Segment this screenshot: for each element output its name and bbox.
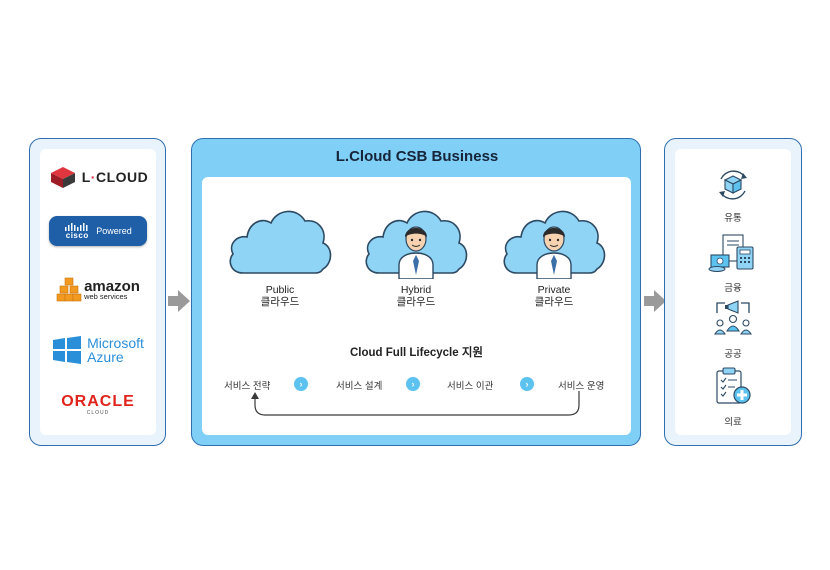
- hybrid-cloud: Hybrid 클라우드: [356, 199, 476, 308]
- cloud-label-en: Hybrid: [400, 284, 432, 296]
- step-arrow-icon: ›: [294, 377, 308, 391]
- cloud-label-ko: 클라우드: [534, 296, 574, 308]
- cisco-badge: cisco Powered: [49, 216, 147, 246]
- csb-content: Public 클라우드 Hybrid 클라우드: [202, 177, 631, 435]
- sector-finance: 금융: [675, 233, 791, 294]
- providers-list: L·CLOUD cisco Powered: [40, 149, 156, 435]
- aws-name: amazon: [84, 277, 140, 295]
- azure-sub: Azure: [87, 349, 124, 365]
- cisco-powered: Powered: [96, 226, 132, 236]
- azure-logo: Microsoft Azure: [40, 335, 156, 365]
- cloud-label-ko: 클라우드: [396, 296, 436, 308]
- public-cloud: Public 클라우드: [220, 199, 340, 308]
- sector-label: 공공: [724, 349, 742, 360]
- medical-icon: [716, 367, 751, 404]
- lcloud-cube-icon: [50, 167, 75, 188]
- step-migration: 서비스 이관: [447, 381, 494, 392]
- cloud-icon: [229, 210, 332, 274]
- finance-icon: [708, 234, 754, 272]
- sector-retail: 유통: [675, 167, 791, 224]
- sector-label: 의료: [724, 417, 742, 428]
- cisco-name: cisco: [65, 230, 89, 240]
- private-cloud: Private 클라우드: [494, 199, 614, 308]
- aws-boxes-icon: [56, 277, 82, 302]
- cloud-person-icon: [503, 210, 606, 280]
- cube-cycle-icon: [719, 170, 747, 200]
- oracle-name: ORACLE: [61, 393, 135, 410]
- step-operation: 서비스 운영: [558, 381, 605, 392]
- step-design: 서비스 설계: [336, 381, 383, 392]
- cisco-logo: cisco Powered: [40, 216, 156, 246]
- sectors-panel: 유통 금융: [664, 138, 802, 446]
- azure-name: Microsoft: [87, 335, 144, 351]
- aws-logo: amazon web services: [40, 277, 156, 303]
- lcloud-name: L·CLOUD: [81, 169, 149, 185]
- sector-label: 금융: [724, 283, 742, 294]
- lcloud-dot: ·: [90, 169, 96, 185]
- cloud-label-en: Public: [265, 284, 295, 296]
- sector-public: 공공: [675, 299, 791, 360]
- sector-medical: 의료: [675, 367, 791, 428]
- public-icon: [714, 300, 752, 335]
- cloud-person-icon: [365, 210, 468, 280]
- lifecycle-loop-arrow: [251, 391, 580, 416]
- flow-arrow-right-icon: [644, 290, 666, 312]
- step-arrow-icon: ›: [520, 377, 534, 391]
- windows-icon: [53, 336, 82, 364]
- cloud-label-en: Private: [537, 284, 571, 296]
- oracle-sub: CLOUD: [86, 410, 110, 416]
- cisco-bars-icon: [65, 222, 88, 231]
- panel-title: L.Cloud CSB Business: [335, 148, 499, 165]
- providers-panel: L·CLOUD cisco Powered: [29, 138, 166, 446]
- aws-sub: web services: [84, 291, 128, 301]
- lifecycle-title: Cloud Full Lifecycle 지원: [350, 347, 483, 359]
- sector-label: 유통: [724, 213, 742, 224]
- step-arrow-icon: ›: [406, 377, 420, 391]
- flow-arrow-right-icon: [168, 290, 190, 312]
- sectors-list: 유통 금융: [675, 149, 791, 435]
- csb-business-panel: L.Cloud CSB Business Public 클라우드 Hybrid …: [191, 138, 641, 446]
- oracle-logo: ORACLE CLOUD: [40, 393, 156, 417]
- cloud-label-ko: 클라우드: [260, 296, 300, 308]
- lcloud-logo: L·CLOUD: [40, 165, 156, 189]
- step-strategy: 서비스 전략: [224, 381, 271, 392]
